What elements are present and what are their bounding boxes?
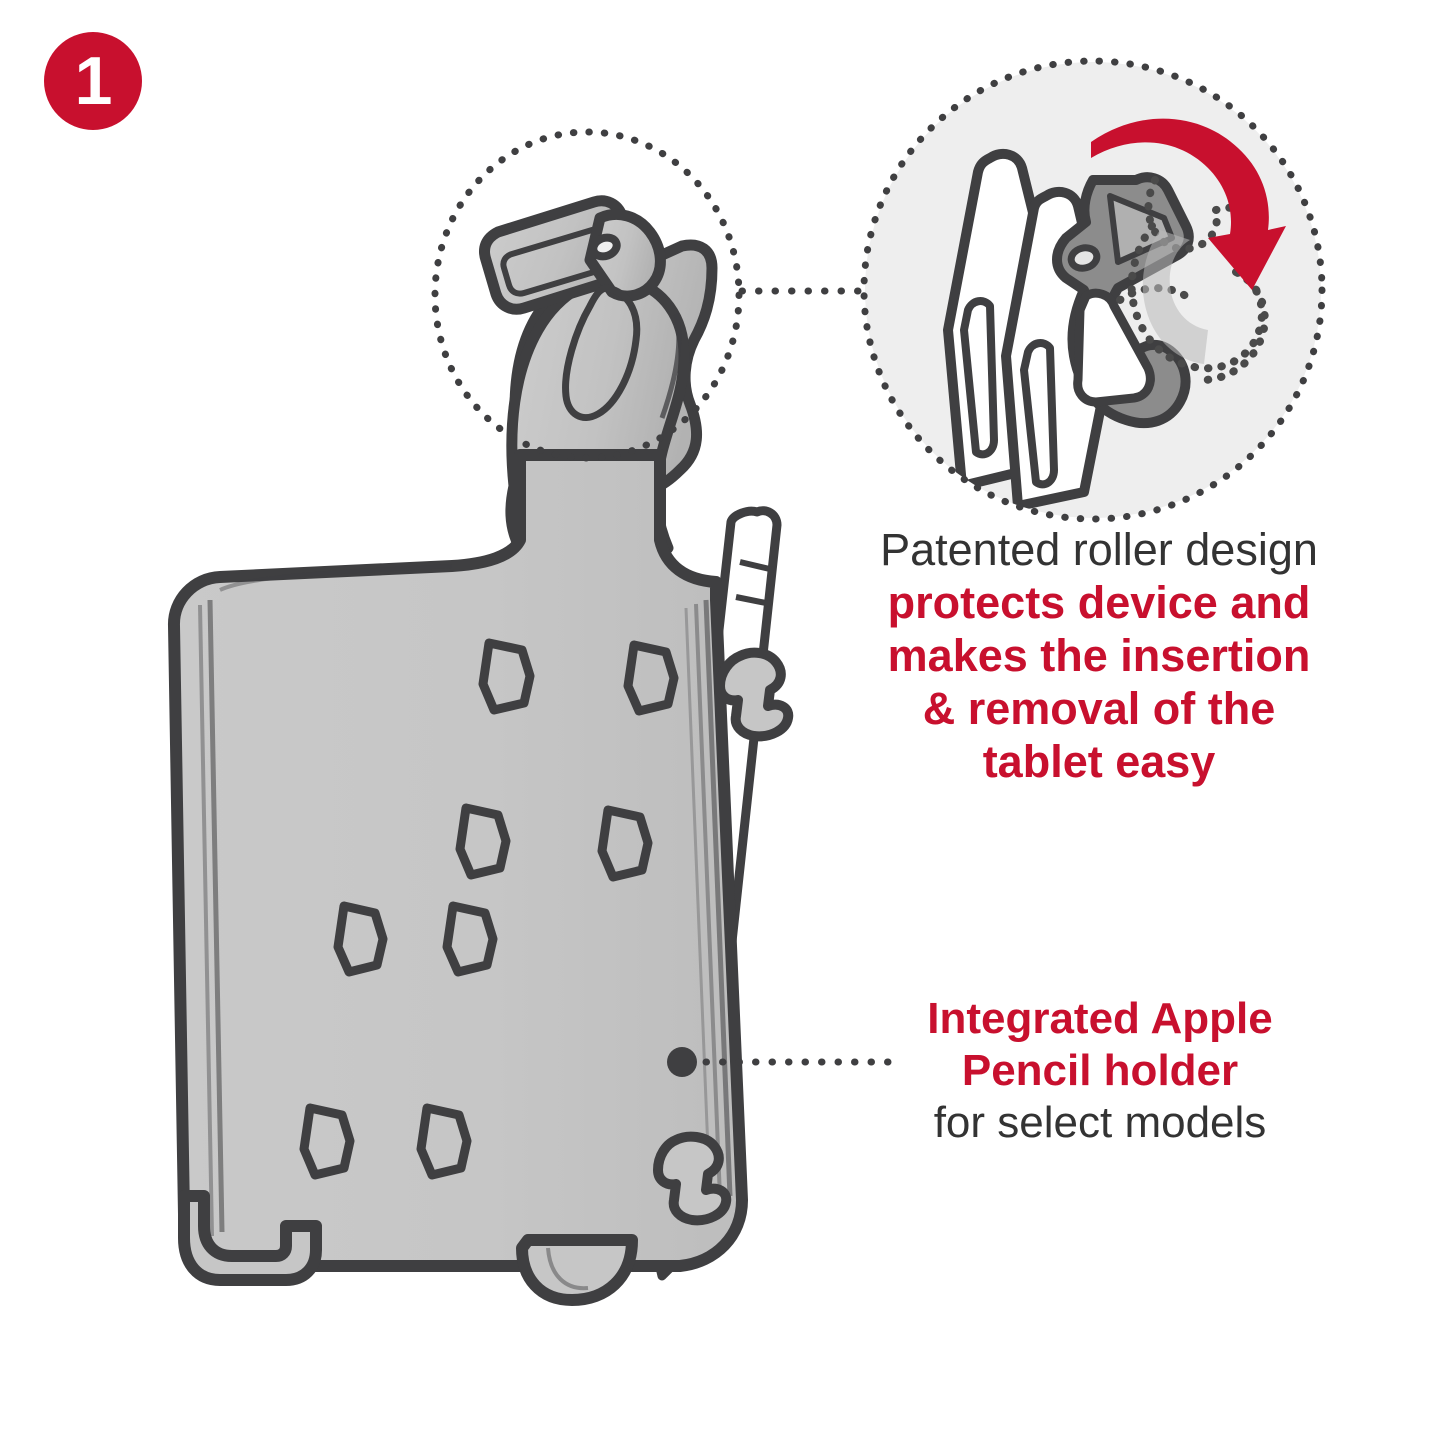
- step-number-label: 1: [74, 43, 113, 119]
- integrated-apple-pencil-holder-callout: Integrated Apple Pencil holder for selec…: [870, 993, 1330, 1149]
- step-number-badge: 1: [44, 32, 142, 130]
- patented-roller-design-callout: Patented roller design protects device a…: [845, 523, 1353, 788]
- callout-line: Pencil holder: [961, 1045, 1239, 1095]
- callout-line: tablet easy: [982, 736, 1216, 788]
- roller-rotation-arrow: [1091, 118, 1286, 291]
- callout-line: makes the insertion: [887, 630, 1311, 682]
- callout-line: & removal of the: [922, 683, 1276, 735]
- pencil-holder-leader: [667, 1047, 902, 1077]
- pencil-clip-upper: [715, 647, 794, 742]
- callout-line: for select models: [933, 1097, 1267, 1147]
- roller-detail-magnifier: [860, 57, 1326, 523]
- tablet-cradle-body: [168, 449, 748, 1306]
- pencil-clip-lower: [653, 1131, 732, 1226]
- callout-line: Integrated Apple: [927, 994, 1273, 1043]
- vent-holes: [299, 638, 679, 1180]
- callout-line: protects device and: [887, 577, 1311, 629]
- callout-line: Patented roller design: [880, 524, 1318, 575]
- roller-highlight-circle: [431, 128, 743, 462]
